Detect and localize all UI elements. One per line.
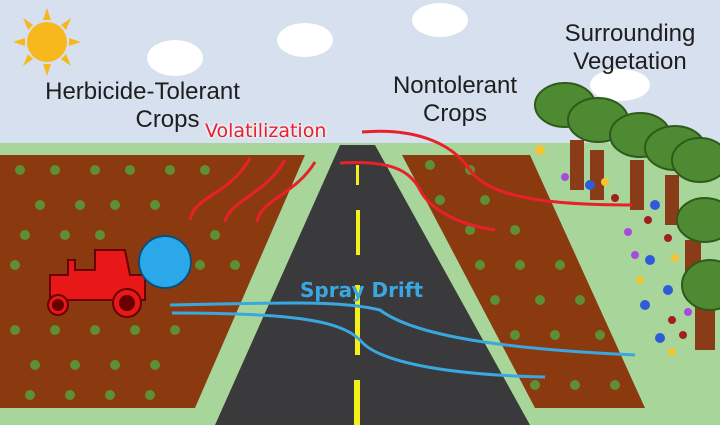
cloud-icon <box>147 3 650 101</box>
trees <box>534 82 720 350</box>
sun-icon <box>13 8 81 76</box>
surrounding-vegetation-label: Surrounding Vegetation <box>540 20 720 76</box>
vegetation-line2: Vegetation <box>573 48 687 75</box>
nontolerant-line1: Nontolerant <box>392 72 518 99</box>
tolerant-line2: Crops <box>135 106 200 133</box>
road <box>215 145 530 425</box>
spray-drift-arrows <box>169 301 636 379</box>
vegetation-line1: Surrounding <box>564 20 696 47</box>
spray-drift-label: Spray Drift <box>300 278 424 302</box>
tolerant-crops-label: Herbicide-Tolerant Crops <box>10 78 275 134</box>
volatilization-arrows <box>188 129 633 232</box>
tolerant-line1: Herbicide-Tolerant <box>45 78 240 105</box>
lane-markings <box>354 165 360 425</box>
nontolerant-line2: Crops <box>422 100 488 127</box>
tractor-icon <box>47 249 146 318</box>
spray-tank-icon <box>138 235 192 289</box>
wildflowers <box>535 145 692 356</box>
crop-plants <box>10 160 620 400</box>
nontolerant-field <box>402 155 645 408</box>
volatilization-label: Volatilization <box>205 120 327 142</box>
nontolerant-crops-label: Nontolerant Crops <box>370 72 540 128</box>
